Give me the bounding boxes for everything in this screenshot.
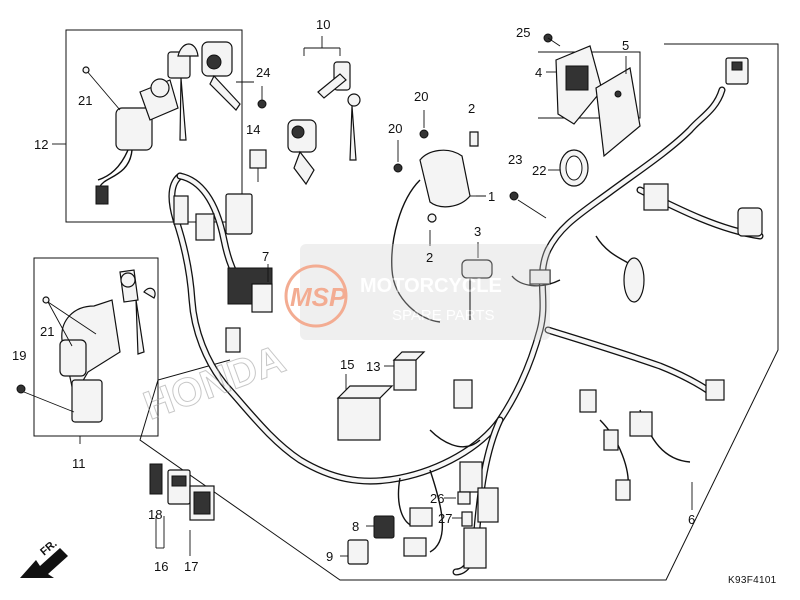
connector-block-7 bbox=[251, 264, 273, 313]
connector-8 bbox=[373, 515, 395, 539]
callout-10: 10 bbox=[316, 17, 330, 32]
callout-5: 5 bbox=[622, 38, 629, 53]
watermark-maker: HONDA bbox=[138, 337, 291, 429]
clip-27 bbox=[461, 511, 473, 527]
watermark-brand-top: MOTORCYCLE bbox=[360, 275, 502, 297]
bolt-20 bbox=[397, 110, 425, 162]
front-direction-arrow: FR. bbox=[20, 538, 68, 578]
callout-6: 6 bbox=[688, 512, 695, 527]
fuse-box-15 bbox=[336, 385, 394, 441]
group-frame-11 bbox=[33, 257, 159, 437]
callout-labels: 12 21 24 14 10 20 20 2 2 1 3 25 4 5 22 2… bbox=[12, 17, 777, 586]
callout-15: 15 bbox=[340, 357, 354, 372]
ignition-coil-1 bbox=[391, 129, 486, 323]
callout-26: 26 bbox=[430, 491, 444, 506]
watermark-brand-bottom: SPARE PARTS bbox=[392, 307, 495, 324]
callout-24: 24 bbox=[256, 65, 270, 80]
group-frame-6 bbox=[139, 43, 779, 581]
watermark-logo-letters: MSP bbox=[290, 282, 347, 312]
callout-2-lower: 2 bbox=[426, 250, 433, 265]
callout-21-upper: 21 bbox=[78, 93, 92, 108]
key-set-10 bbox=[287, 36, 361, 186]
relay-14 bbox=[249, 149, 267, 182]
callout-7: 7 bbox=[262, 249, 269, 264]
callout-22: 22 bbox=[532, 163, 546, 178]
callout-18: 18 bbox=[148, 507, 162, 522]
callout-2-upper: 2 bbox=[468, 101, 475, 116]
fuse-group-16 bbox=[149, 463, 215, 521]
relay-13 bbox=[392, 351, 426, 391]
regulator-4 bbox=[538, 45, 641, 125]
ignition-switch-assembly-11 bbox=[42, 269, 156, 423]
callout-9: 9 bbox=[326, 549, 333, 564]
clip-2 bbox=[469, 131, 479, 147]
bolt-24 bbox=[257, 86, 267, 109]
callout-20-upper: 20 bbox=[414, 89, 428, 104]
callout-1: 1 bbox=[488, 189, 495, 204]
callout-27: 27 bbox=[438, 511, 452, 526]
callout-14: 14 bbox=[246, 122, 260, 137]
connector-9 bbox=[347, 539, 369, 565]
callout-16: 16 bbox=[154, 559, 168, 574]
clip-26 bbox=[457, 491, 471, 505]
callout-11: 11 bbox=[72, 456, 86, 471]
callout-13: 13 bbox=[366, 359, 380, 374]
callout-21-lower: 21 bbox=[40, 324, 54, 339]
spark-plug-cap-3 bbox=[461, 242, 493, 320]
ignition-switch-assembly-12 bbox=[82, 41, 241, 205]
screw-19 bbox=[16, 384, 75, 413]
callout-8: 8 bbox=[352, 519, 359, 534]
plate-5 bbox=[595, 67, 641, 158]
bolt-23 bbox=[509, 191, 547, 219]
band-22 bbox=[559, 149, 589, 187]
bolt-25 bbox=[543, 33, 561, 47]
callout-23: 23 bbox=[508, 152, 522, 167]
wire-harness-6 bbox=[168, 57, 764, 576]
callout-19: 19 bbox=[12, 348, 26, 363]
callout-3: 3 bbox=[474, 224, 481, 239]
diagram-code: K93F4101 bbox=[728, 575, 777, 586]
callout-25: 25 bbox=[516, 25, 530, 40]
callout-17: 17 bbox=[184, 559, 198, 574]
callout-12: 12 bbox=[34, 137, 48, 152]
leader-lines bbox=[52, 56, 693, 557]
callout-20-lower: 20 bbox=[388, 121, 402, 136]
callout-4: 4 bbox=[535, 65, 542, 80]
